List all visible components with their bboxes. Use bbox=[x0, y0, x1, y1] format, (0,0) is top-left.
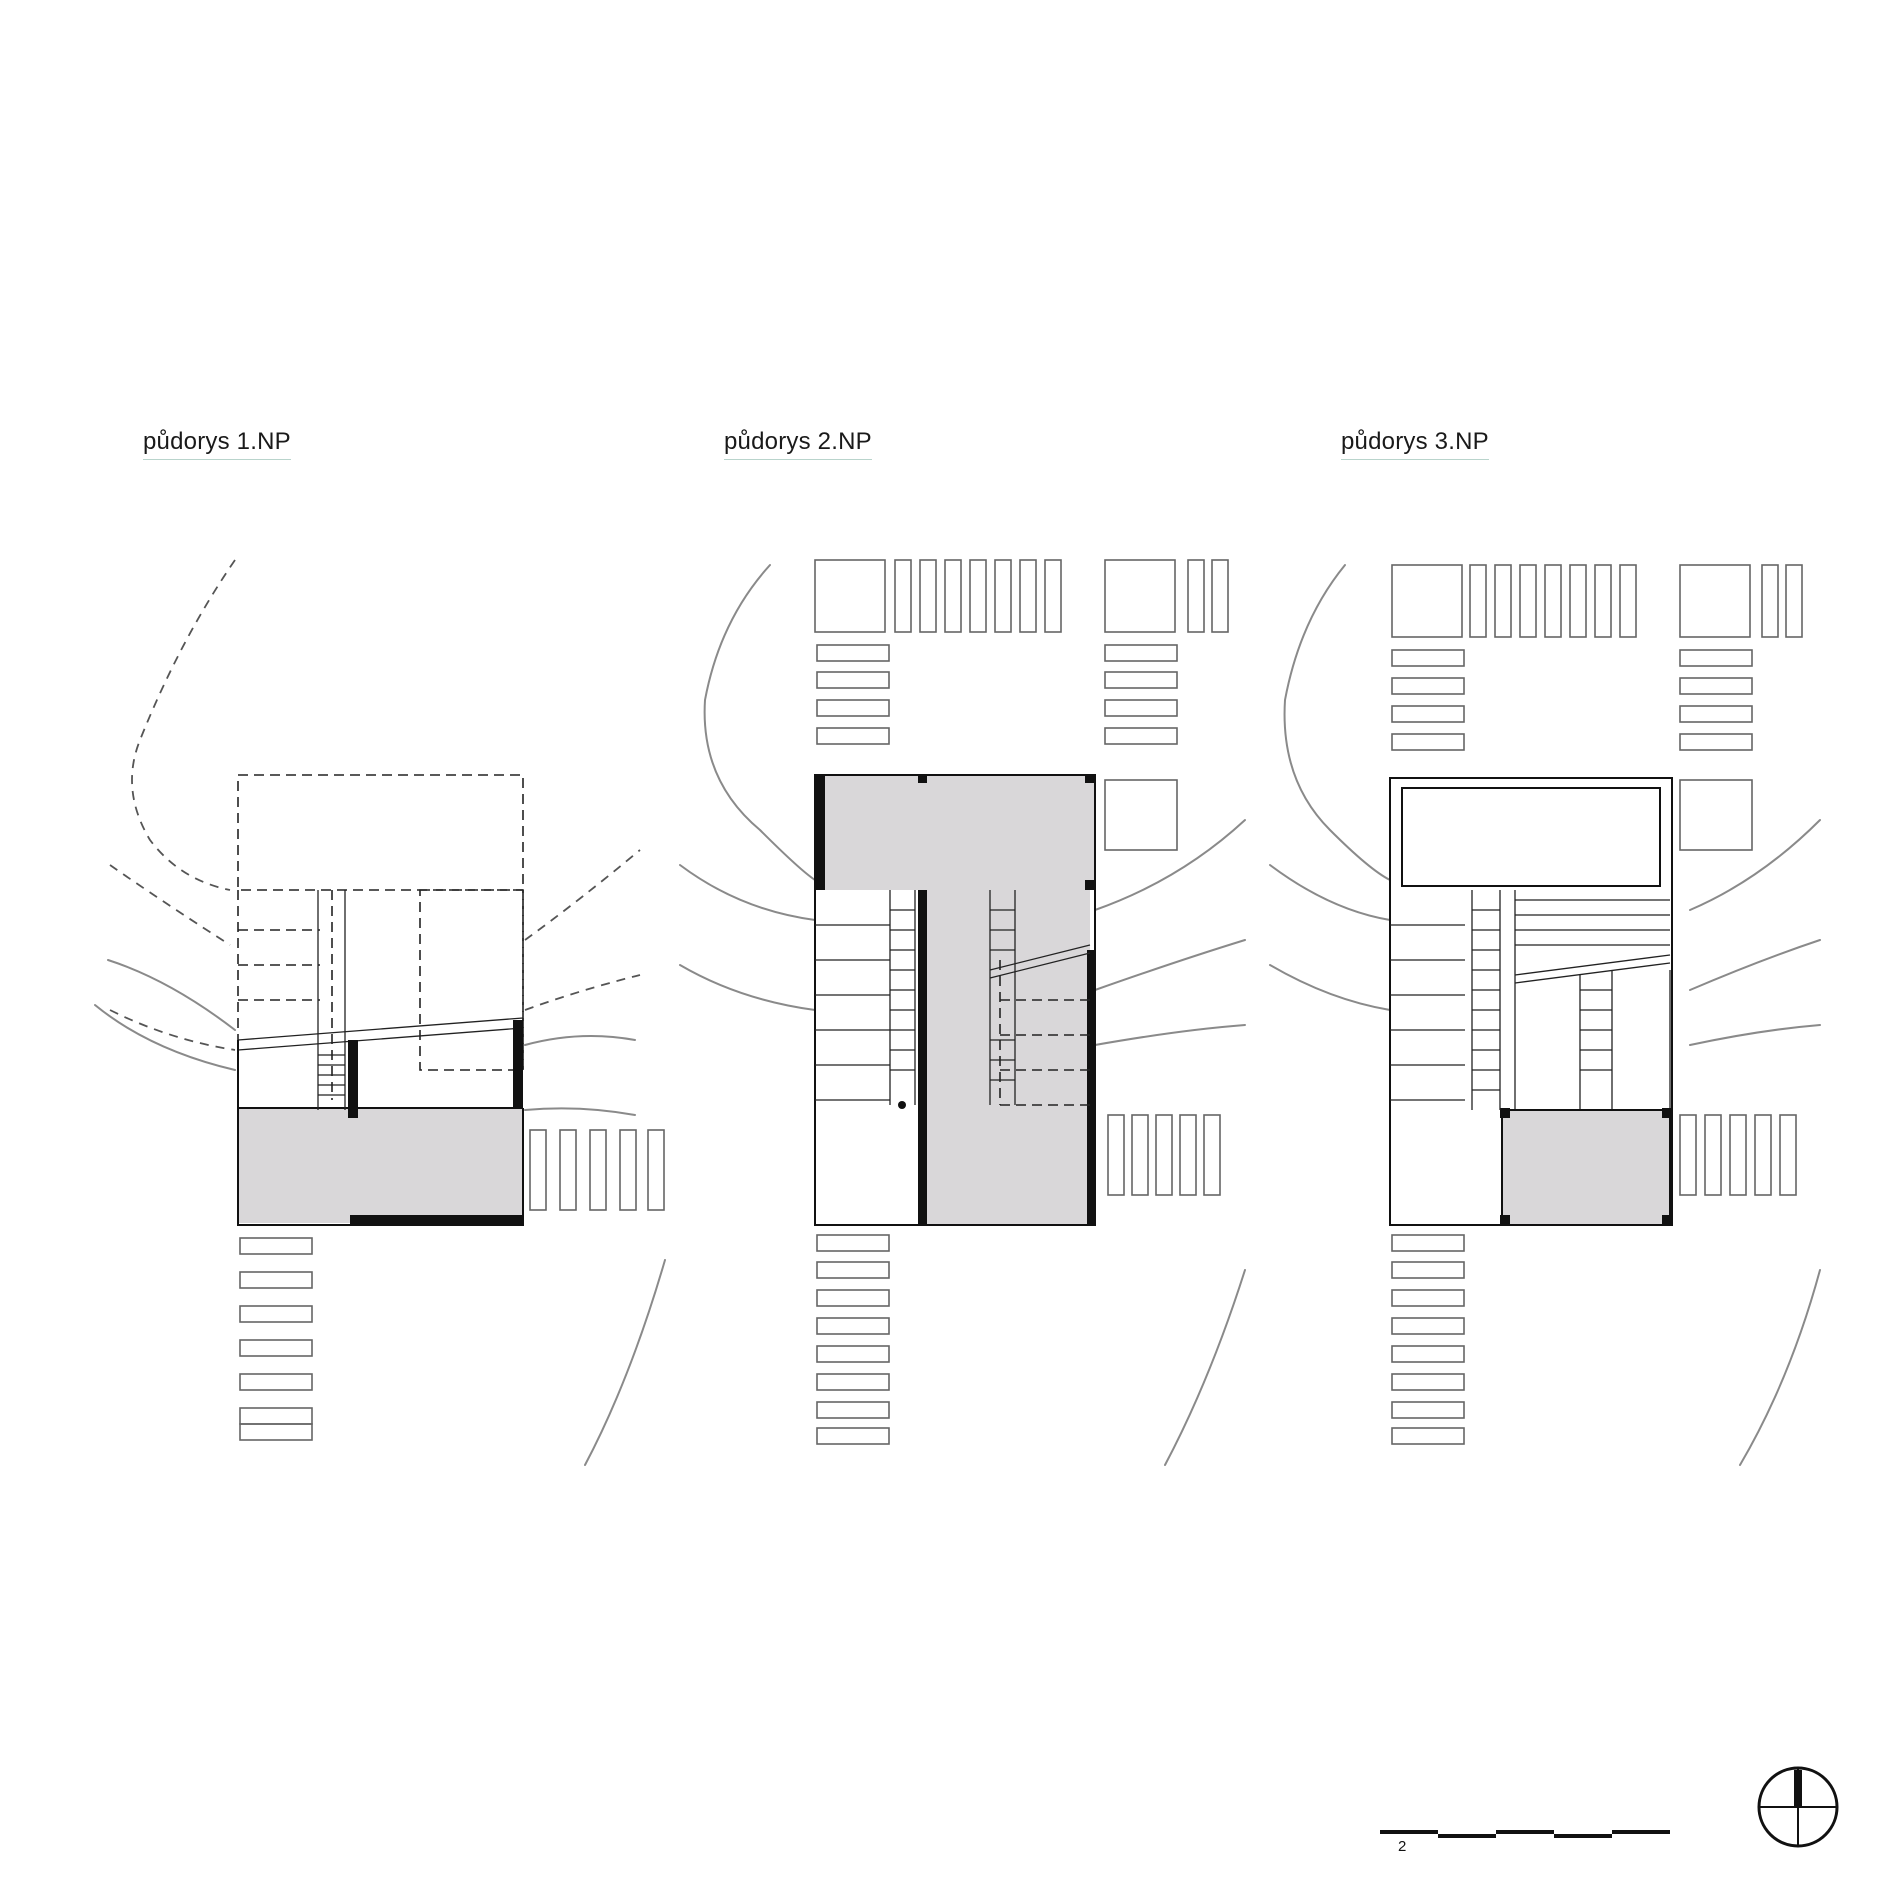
plan-3np bbox=[1269, 564, 1821, 1466]
terrain-contours-1np bbox=[94, 559, 666, 1466]
parking-rows-2np bbox=[814, 559, 1229, 1445]
scale-bar bbox=[1380, 1830, 1670, 1838]
building-outline-1np bbox=[237, 774, 524, 1226]
north-arrow-icon bbox=[1757, 1766, 1839, 1848]
stair-2np-right bbox=[989, 890, 1016, 1105]
scale-bar-label: 2 bbox=[1398, 1838, 1407, 1855]
building-outline-3np bbox=[1389, 777, 1673, 1226]
plan-title-1np: půdorys 1.NP bbox=[143, 428, 291, 460]
stair-2np-left bbox=[889, 890, 916, 1109]
stair-1np bbox=[317, 890, 346, 1110]
plan-2np bbox=[679, 559, 1246, 1466]
plan-title-2np: půdorys 2.NP bbox=[724, 428, 872, 460]
parking-rows-3np bbox=[1391, 564, 1803, 1445]
stair-3np-left bbox=[1471, 890, 1501, 1110]
building-outline-2np bbox=[814, 774, 1096, 1226]
terrain-contours-2np bbox=[679, 564, 1246, 1466]
plan-1np bbox=[94, 559, 666, 1466]
parking-rows-1np bbox=[239, 1129, 665, 1441]
plan-title-3np: půdorys 3.NP bbox=[1341, 428, 1489, 460]
terrain-contours-3np bbox=[1269, 564, 1821, 1466]
stair-3np-right bbox=[1580, 989, 1612, 1071]
